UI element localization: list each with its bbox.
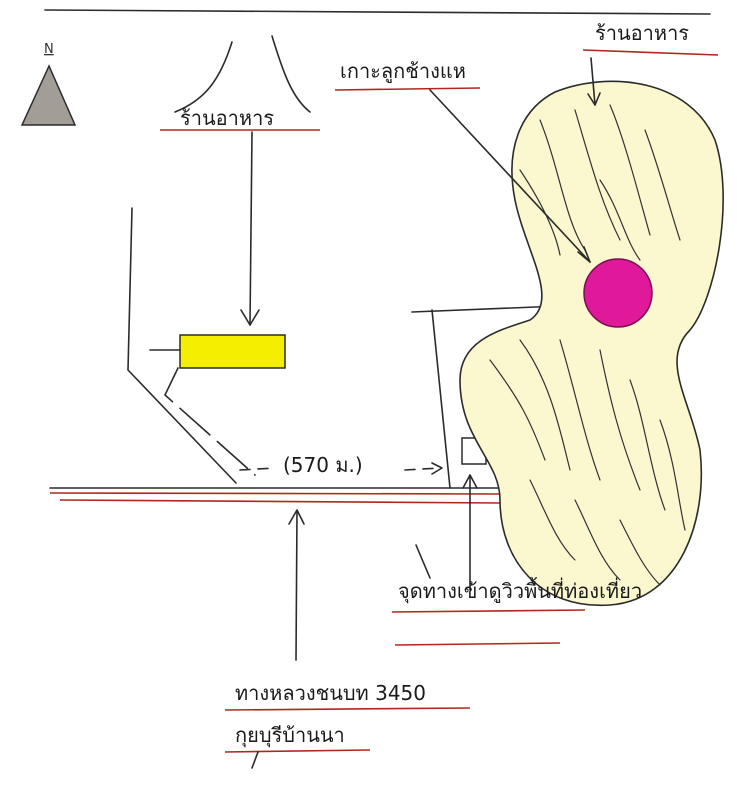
access-road-left: [127, 207, 237, 484]
top-right-label-group: ร้านอาหาร: [582, 21, 719, 106]
highway-label-line2: กุยบุรีบ้านนา: [235, 723, 345, 748]
trail-label-group: จุดทางเข้าดูวิวพื้นที่ท่องเที่ยว: [391, 544, 642, 646]
building-marker: [149, 334, 286, 369]
island-label: เกาะลูกช้างแห: [340, 59, 466, 84]
top-road-line: [44, 9, 711, 15]
top-right-label: ร้านอาหาร: [595, 21, 689, 45]
lake-area: [459, 80, 724, 607]
north-label: N: [44, 42, 54, 57]
restaurant-label: ร้านอาหาร: [180, 106, 274, 130]
highway-label-group: ทางหลวงชนบท 3450 กุยบุรีบ้านนา: [224, 509, 471, 769]
lake-outline: [459, 80, 724, 607]
island-marker: [583, 258, 653, 328]
highway-label-line1: ทางหลวงชนบท 3450: [235, 681, 426, 705]
main-road-bottom: [49, 492, 501, 495]
distance-label: (570 ม.): [283, 453, 363, 477]
distance-group: (570 ม.): [239, 453, 443, 477]
restaurant-label-group: ร้านอาหาร: [160, 35, 320, 326]
island-label-group: เกาะลูกช้างแห: [334, 59, 591, 263]
access-road-left-inner: [164, 367, 256, 476]
trail-label: จุดทางเข้าดูวิวพื้นที่ท่องเที่ยว: [398, 577, 642, 604]
main-road-lower: [59, 499, 501, 504]
north-arrow-icon: N: [20, 42, 77, 126]
